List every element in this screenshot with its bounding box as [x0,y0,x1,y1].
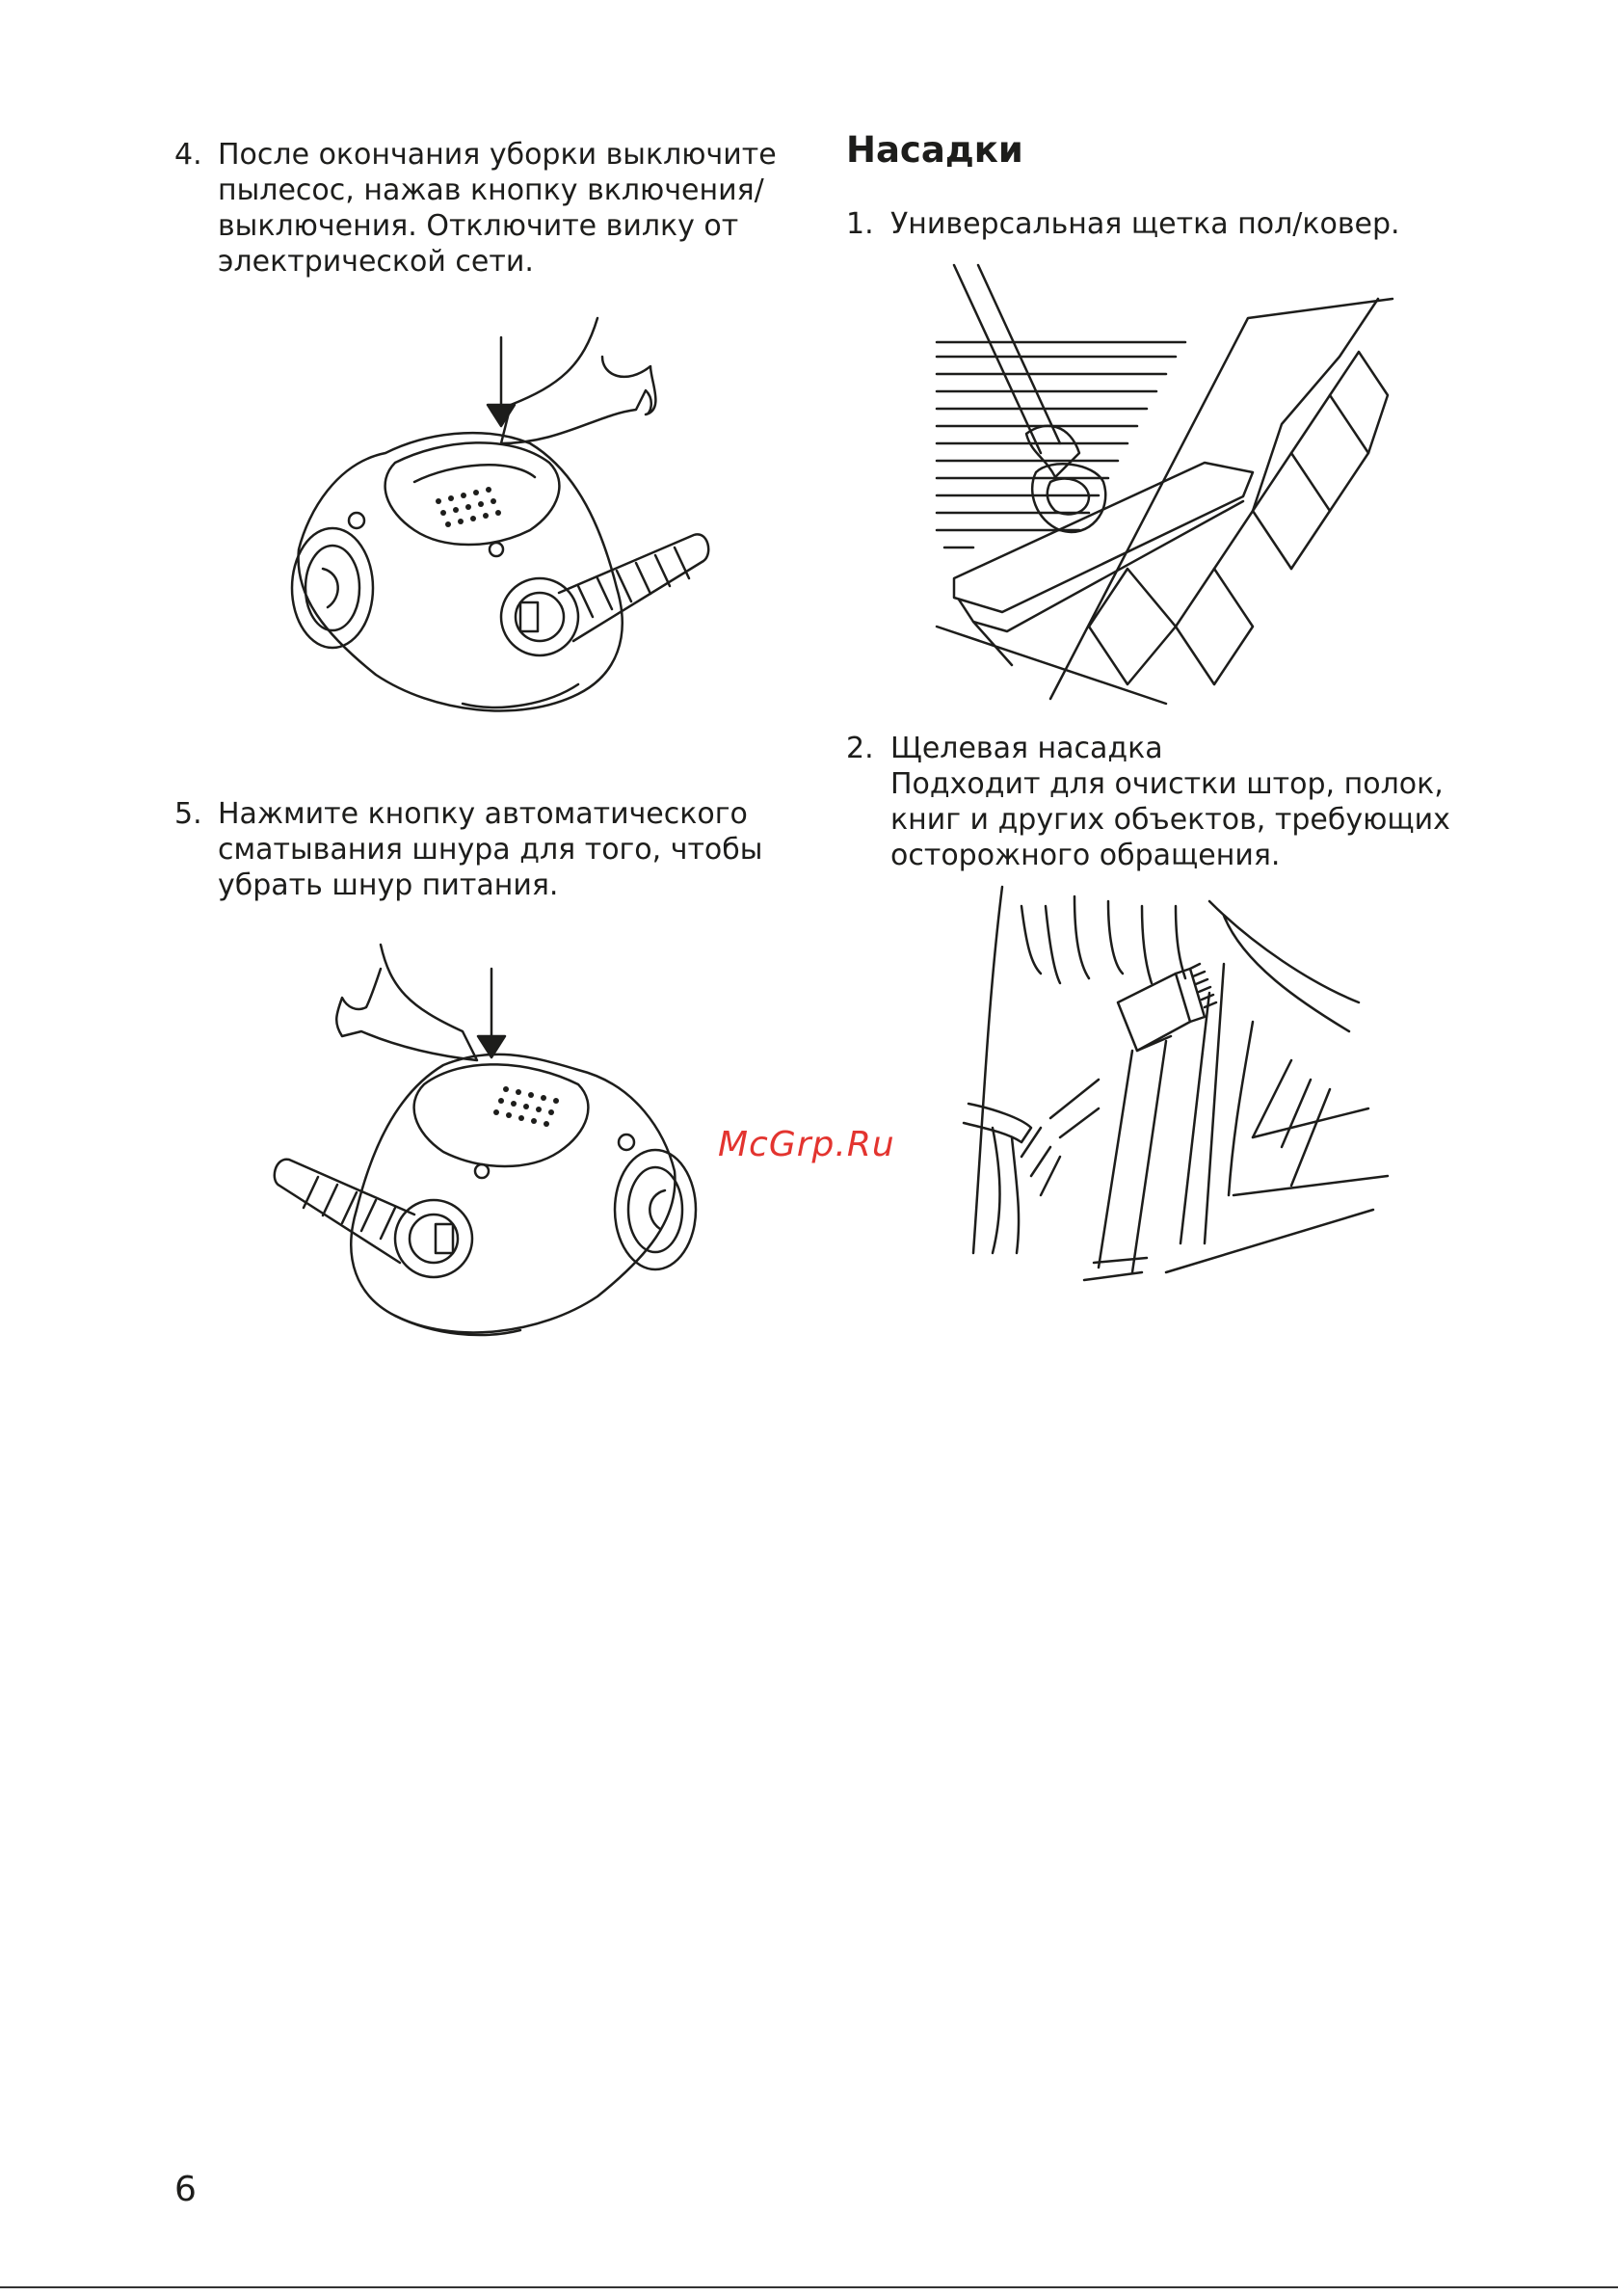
step-4-line-2: пылесос, нажав кнопку включения/ [218,174,764,207]
step-4-text: После окончания уборки выключите пылесос… [218,137,777,280]
item-1-number: 1. [846,207,874,241]
step-4-line-4: электрической сети. [218,245,534,279]
step-4-number: 4. [174,138,202,172]
item-2-line-3: книг и других объектов, требующих [890,803,1450,837]
step-4-line-1: После окончания уборки выключите [218,138,777,172]
step-5-number: 5. [174,797,202,831]
step-5-text: Нажмите кнопку автоматического сматывани… [218,796,762,903]
item-2-number: 2. [846,732,874,765]
vacuum-cord-rewind-illustration [270,940,723,1364]
item-1-line-1: Универсальная щетка пол/ковер. [890,207,1400,241]
step-5-line-3: убрать шнур питания. [218,868,559,902]
item-2-text: Щелевая насадка Подходит для очистки што… [890,731,1450,873]
floor-carpet-brush-illustration [935,260,1397,699]
crevice-nozzle-curtain-illustration [964,887,1388,1292]
item-2-line-4: осторожного обращения. [890,839,1281,872]
vacuum-power-off-illustration [270,308,723,733]
watermark: McGrp.Ru [718,1125,895,1164]
section-heading: Насадки [846,129,1023,171]
step-5-line-1: Нажмите кнопку автоматического [218,797,748,831]
bottom-rule [0,2286,1618,2288]
item-2-line-1: Щелевая насадка [890,732,1163,765]
page-number: 6 [174,2170,197,2209]
step-5-line-2: сматывания шнура для того, чтобы [218,833,763,867]
step-4-line-3: выключения. Отключите вилку от [218,209,739,243]
item-2-line-2: Подходит для очистки штор, полок, [890,767,1444,801]
item-1-text: Универсальная щетка пол/ковер. [890,206,1400,242]
